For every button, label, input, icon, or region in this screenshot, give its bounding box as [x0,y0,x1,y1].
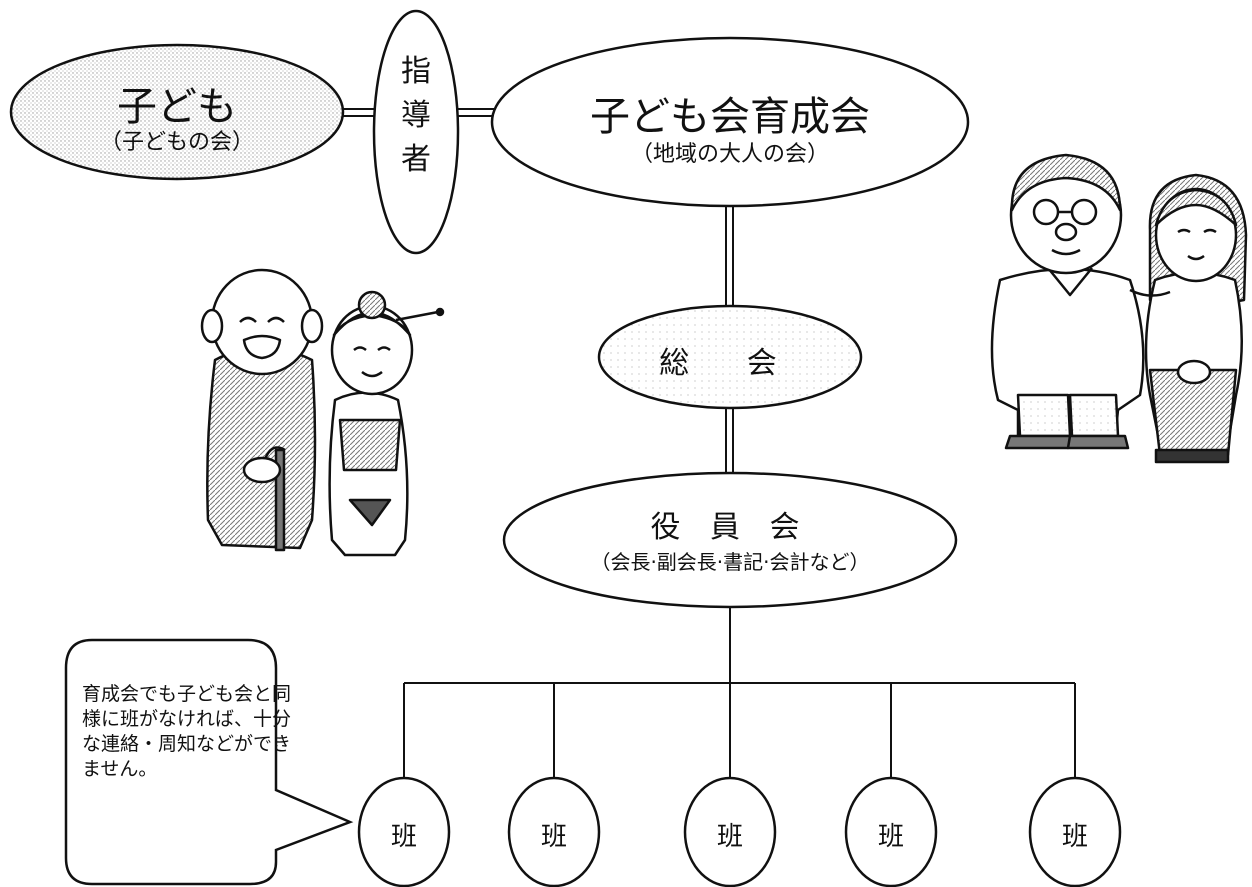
kodomo-subtitle: （子どもの会） [99,130,254,155]
connector-shidousha-ikuseikai [458,108,496,117]
han-circles [357,776,1122,887]
connector-soukai-yakuinkai [725,408,734,474]
han-4: 班 [877,822,904,852]
han-5: 班 [1061,822,1088,852]
ikuseikai-ellipse [490,36,970,208]
connector-kodomo-shidousha [342,108,374,117]
kodomo-ellipse [9,43,345,181]
han-2: 班 [540,822,567,852]
yakuinkai-title: 役 員 会 [650,510,810,545]
han-3: 班 [716,822,743,852]
soukai-title: 総 会 [659,346,801,381]
yakuinkai-ellipse [502,471,958,609]
han-1: 班 [390,822,417,852]
yakuinkai-subtitle: （会長·副会長·書記·会計など） [590,550,870,574]
connector-yakuinkai-han [403,606,1076,778]
adult-couple-illustration [990,153,1248,464]
shidousha-char-1: 指 [401,54,431,89]
shidousha-ellipse [372,9,460,255]
shidousha-char-3: 者 [401,142,431,177]
ikuseikai-title: 子ども会育成会 [590,94,870,140]
ikuseikai-subtitle: （地域の大人の会） [630,142,829,167]
soukai-ellipse [597,304,863,410]
note-speech-bubble [64,638,354,886]
shidousha-label: 指 導 者 [392,50,440,182]
connector-ikuseikai-soukai [725,205,734,308]
kodomo-title: 子ども [117,84,237,130]
elderly-couple-illustration [200,268,445,557]
note-text: 育成会でも子ども会と同様に班がなければ、十分な連絡・周知などができません。 [82,683,292,780]
shidousha-char-2: 導 [401,98,431,133]
